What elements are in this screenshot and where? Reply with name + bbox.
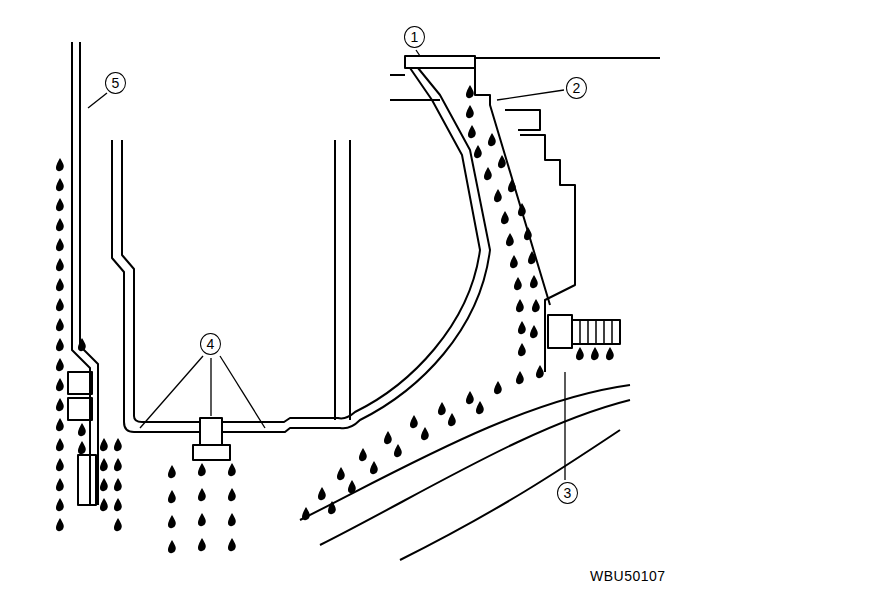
callout-number: 1 bbox=[404, 26, 425, 48]
callout-number: 2 bbox=[566, 77, 587, 99]
callout-number: 4 bbox=[200, 333, 221, 355]
figure-code: WBU50107 bbox=[590, 568, 666, 584]
callout-number: 5 bbox=[105, 72, 126, 94]
callout-number: 3 bbox=[557, 482, 578, 504]
